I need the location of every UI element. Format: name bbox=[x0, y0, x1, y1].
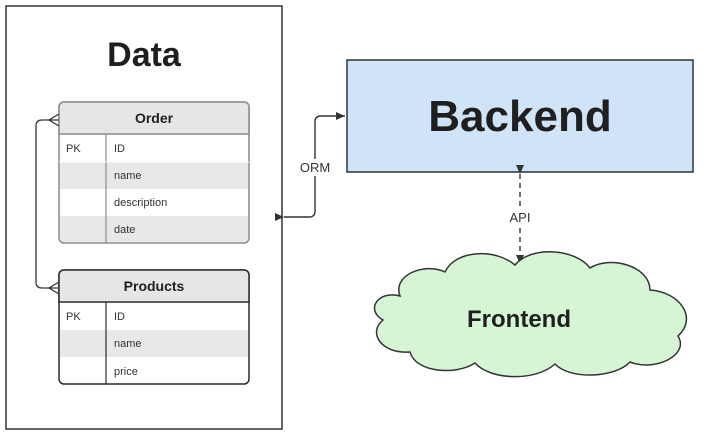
products-table-title: Products bbox=[124, 278, 185, 294]
orm-label: ORM bbox=[300, 160, 330, 175]
data-panel-title: Data bbox=[107, 36, 182, 74]
crows-foot-order bbox=[47, 113, 60, 127]
order-row-field: description bbox=[114, 197, 167, 209]
orm-label-bg bbox=[296, 159, 334, 176]
relationship-line bbox=[35, 119, 59, 289]
order-row-key: PK bbox=[66, 143, 81, 155]
products-row-field: name bbox=[114, 338, 142, 350]
order-table: Order PK ID name description date bbox=[58, 101, 250, 244]
order-table-title: Order bbox=[135, 110, 174, 126]
frontend-cloud bbox=[373, 251, 688, 378]
api-label: API bbox=[510, 210, 531, 225]
order-row-field: name bbox=[114, 170, 142, 182]
products-row-field: price bbox=[114, 366, 138, 378]
order-products-relationship bbox=[35, 113, 60, 295]
order-row-shade-date bbox=[60, 216, 248, 242]
products-row-key: PK bbox=[66, 311, 81, 323]
order-row-field: ID bbox=[114, 143, 125, 155]
order-table-header bbox=[58, 101, 250, 135]
products-row-field: ID bbox=[114, 311, 125, 323]
backend-box bbox=[346, 59, 694, 173]
products-table: Products PK ID name price bbox=[58, 269, 250, 385]
products-row-shade-name bbox=[60, 330, 248, 357]
products-table-header bbox=[58, 269, 250, 303]
backend-label: Backend bbox=[428, 92, 611, 141]
order-row-shade-name bbox=[60, 162, 248, 189]
crows-foot-products bbox=[47, 281, 60, 295]
order-row-field: date bbox=[114, 224, 135, 236]
frontend-label: Frontend bbox=[467, 306, 571, 333]
api-label-bg bbox=[505, 209, 535, 226]
